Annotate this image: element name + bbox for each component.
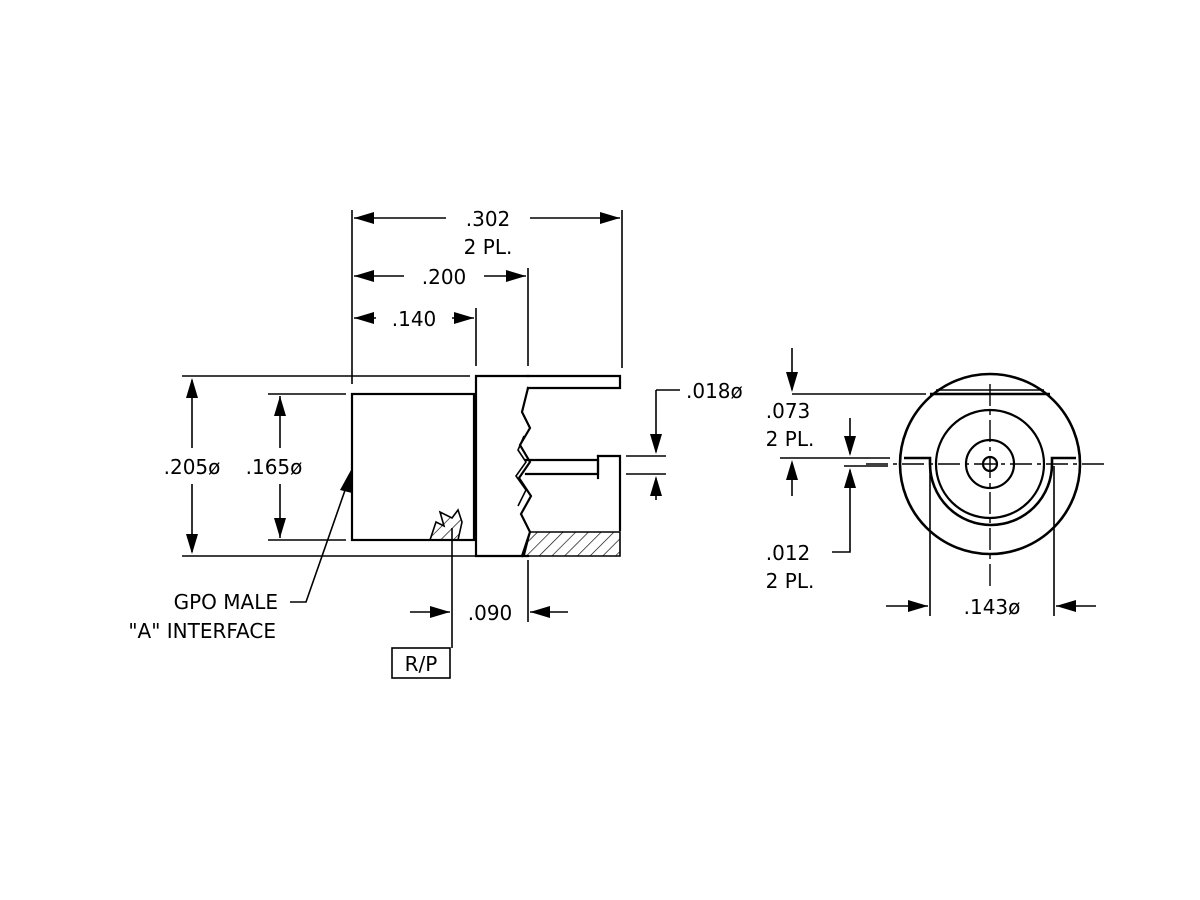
pin-circle — [981, 455, 999, 473]
dim-200: .200 — [354, 265, 526, 289]
break-line-2 — [515, 435, 527, 507]
outer-circle — [898, 372, 1082, 556]
rp-box: R/P — [391, 647, 451, 679]
dielectric-circle — [964, 438, 1016, 490]
dim-143-label: .143ø — [964, 595, 1021, 619]
dim-012: .012 2 PL. — [766, 418, 888, 593]
hatched-section — [522, 531, 621, 557]
dim-205: .205ø — [164, 378, 221, 554]
extension-lines — [182, 210, 666, 648]
inner-circle — [934, 408, 1046, 520]
contact-pin — [524, 454, 622, 532]
dim-302-label: .302 — [466, 207, 511, 231]
hatched-burr — [428, 508, 463, 541]
gpo-label-line2: "A" INTERFACE — [128, 619, 276, 643]
dim-090: .090 — [410, 601, 568, 625]
dim-018: .018ø — [650, 379, 743, 500]
dim-302-note: 2 PL. — [464, 235, 513, 259]
dim-140: .140 — [354, 307, 474, 331]
gpo-label-line1: GPO MALE — [174, 590, 278, 614]
u-cutout — [904, 456, 1076, 527]
dim-018-label: .018ø — [686, 379, 743, 403]
dim-090-label: .090 — [468, 601, 513, 625]
gpo-leader: GPO MALE "A" INTERFACE — [128, 470, 352, 643]
dim-073-note: 2 PL. — [766, 427, 815, 451]
dim-140-label: .140 — [392, 307, 437, 331]
dim-205-label: .205ø — [164, 455, 221, 479]
dim-143: .143ø — [886, 466, 1096, 619]
rp-label: R/P — [405, 652, 438, 676]
dim-302: .302 2 PL. — [354, 207, 620, 259]
dim-165: .165ø — [246, 396, 303, 538]
dim-073: .073 2 PL. — [766, 348, 926, 496]
dim-073-label: .073 — [766, 399, 811, 423]
end-view: .073 2 PL. .012 2 PL. .143ø — [766, 348, 1104, 619]
dim-165-label: .165ø — [246, 455, 303, 479]
break-line — [517, 386, 533, 558]
connector-body — [350, 392, 476, 542]
dim-012-label: .012 — [766, 541, 811, 565]
dim-200-label: .200 — [422, 265, 467, 289]
side-view: .302 2 PL. .200 .140 .205ø — [128, 207, 743, 679]
dim-012-note: 2 PL. — [766, 569, 815, 593]
